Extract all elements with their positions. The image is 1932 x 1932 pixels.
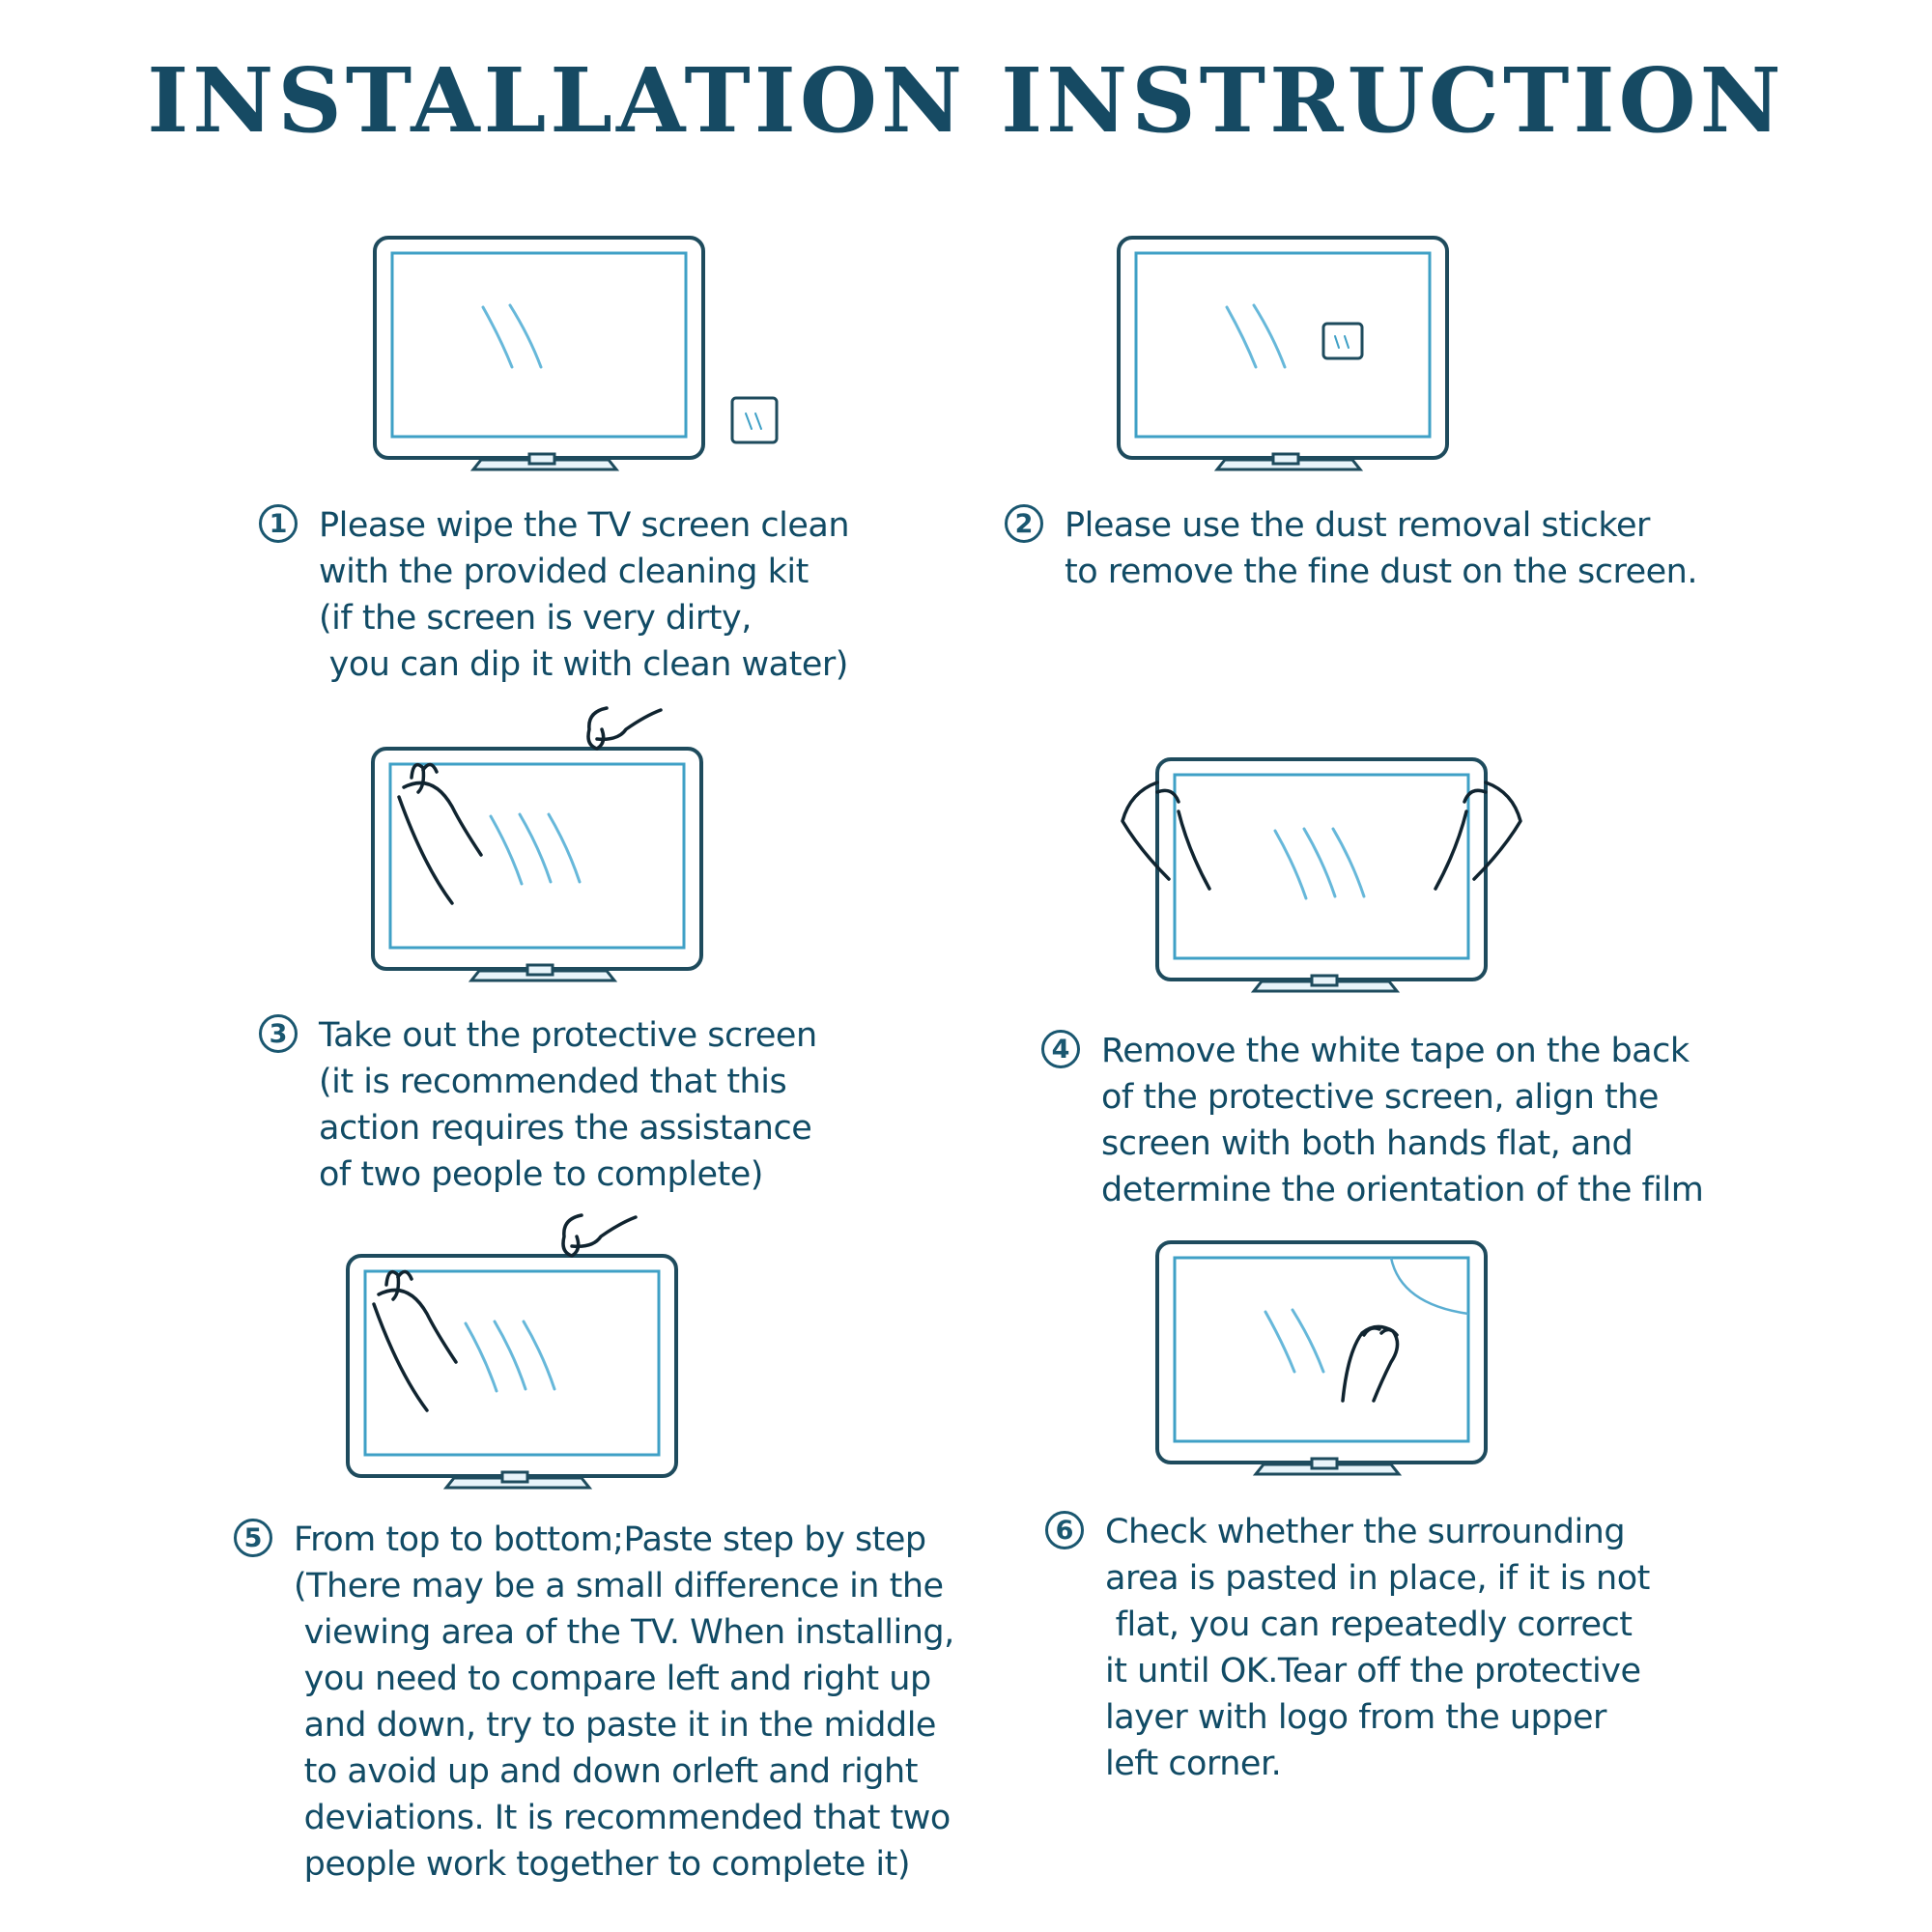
step-5: 5 From top to bottom;Paste step by step … xyxy=(234,1517,954,1888)
step-number: 6 xyxy=(1045,1511,1084,1549)
step-text: From top to bottom;Paste step by step (T… xyxy=(294,1520,954,1884)
tv-checking-edges-icon xyxy=(1155,1240,1488,1476)
tv-taking-out-screen-icon xyxy=(371,706,703,982)
step-4: 4 Remove the white tape on the back of t… xyxy=(1041,1028,1704,1213)
step-text: Please use the dust removal sticker to r… xyxy=(1065,506,1698,591)
step-number: 1 xyxy=(259,504,298,543)
tv-pasting-screen-icon xyxy=(346,1213,678,1490)
step-2: 2 Please use the dust removal sticker to… xyxy=(1005,502,1698,595)
tv-with-cleaning-kit-icon xyxy=(373,236,779,471)
step-number: 4 xyxy=(1041,1030,1080,1068)
step-number: 3 xyxy=(259,1014,298,1053)
step-text: Please wipe the TV screen clean with the… xyxy=(319,506,850,684)
tv-with-dust-sticker-icon xyxy=(1117,236,1449,471)
step-number: 5 xyxy=(234,1519,272,1557)
tv-aligning-screen-icon xyxy=(1121,757,1522,993)
step-text: Take out the protective screen (it is re… xyxy=(319,1016,817,1194)
step-text: Check whether the surrounding area is pa… xyxy=(1105,1513,1650,1783)
step-3: 3 Take out the protective screen (it is … xyxy=(259,1012,817,1198)
step-1: 1 Please wipe the TV screen clean with t… xyxy=(259,502,850,688)
page-title: INSTALLATION INSTRUCTION xyxy=(147,48,1785,153)
step-6: 6 Check whether the surrounding area is … xyxy=(1045,1509,1650,1787)
step-text: Remove the white tape on the back of the… xyxy=(1101,1032,1704,1209)
step-number: 2 xyxy=(1005,504,1043,543)
